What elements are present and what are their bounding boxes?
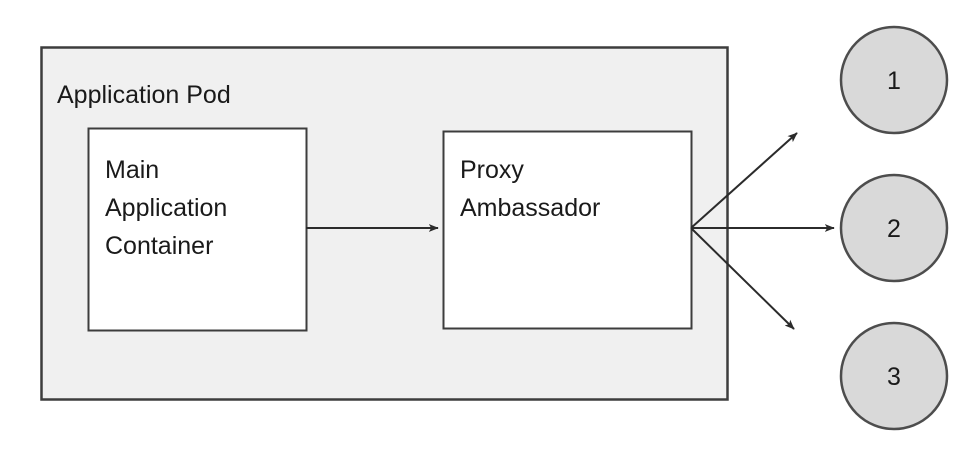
endpoint-circle-3 [839, 321, 949, 431]
connector-proxy-to-endpoint-3 [690, 227, 795, 330]
connector-proxy-to-endpoint-1 [690, 132, 798, 229]
endpoint-circle-2 [839, 173, 949, 283]
endpoint-circle-2-label: 2 [887, 215, 901, 243]
main-application-container-box [87, 127, 308, 332]
proxy-ambassador-label-line-2: Ambassador [460, 194, 600, 222]
proxy-ambassador-box [442, 130, 693, 330]
application-pod-label: Application Pod [57, 81, 231, 109]
main-application-container-label-line-1: Main [105, 156, 159, 184]
endpoint-circle-3-label: 3 [887, 363, 901, 391]
endpoint-circle-1 [839, 25, 949, 135]
main-application-container-label-line-3: Container [105, 232, 213, 260]
endpoint-circle-1-label: 1 [887, 67, 901, 95]
main-application-container-label-line-2: Application [105, 194, 227, 222]
proxy-ambassador-label-line-1: Proxy [460, 156, 524, 184]
